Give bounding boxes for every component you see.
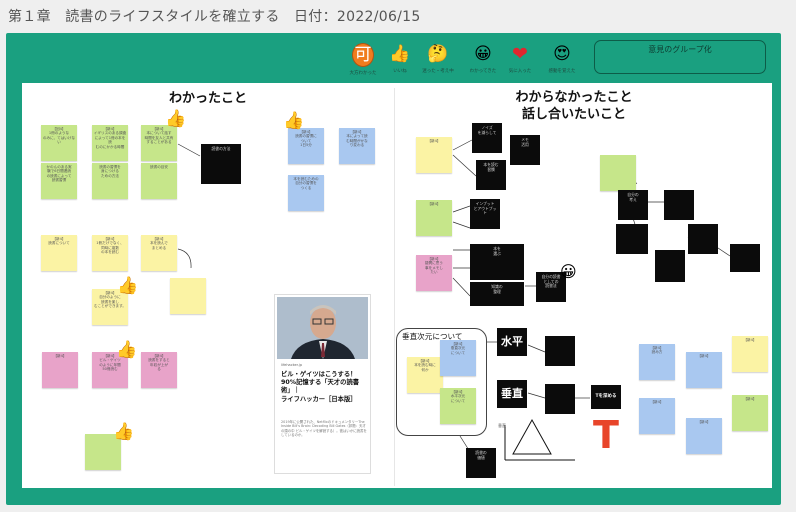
bubble-label: 垂直次元について (402, 332, 463, 341)
dark-note[interactable]: 本を読む 習慣 (476, 160, 506, 190)
sticky-note[interactable]: 【新4】 水平次元 について (440, 388, 476, 424)
news-source: lifehacker.jp (281, 363, 303, 367)
dark-note[interactable]: メモ 活用 (510, 135, 540, 165)
sticky-note[interactable]: 【新4】 (686, 418, 722, 454)
heart-eyes-reaction-button[interactable]: 😍 感動を覚えた (542, 43, 582, 74)
sticky-note[interactable]: 【新4】 読書をすると 年収が上が る (141, 352, 177, 388)
sticky-note[interactable]: 【新4】 (416, 137, 452, 173)
sticky-note[interactable]: 【新4】 (639, 398, 675, 434)
reaction-label: 迷った・考え中 (422, 69, 454, 74)
dark-note[interactable] (664, 190, 694, 220)
sticky-note[interactable]: 【新4】 イギリスのある調査 によって1冊の本を読 むのにかかる時間 (92, 125, 128, 161)
dark-note[interactable]: インプット とアウトプット (470, 199, 500, 229)
deep-t-label[interactable]: Tを深める (591, 385, 621, 409)
sticky-note[interactable]: 読書の目安 (141, 163, 177, 199)
dark-note[interactable]: 自分の 考え (618, 190, 648, 220)
news-body: 2019年に公開された、NetflixのドキュメンタリーThe Inside B… (281, 420, 367, 437)
smile-face-icon: 😀 (560, 262, 577, 281)
thinking-reaction-button[interactable]: 🤔 迷った・考え中 (418, 43, 458, 74)
news-photo (277, 297, 368, 359)
news-link-card[interactable]: lifehacker.jp ビル・ゲイツはこうする！ 90%記憶する「天才の読書… (274, 294, 371, 474)
thumbs-up-icon: 👍 (165, 109, 187, 129)
sticky-note[interactable]: 【新4】 (732, 336, 768, 372)
vertical-dimension-bubble: 垂直次元について (396, 328, 487, 436)
thumbs-up-icon: 👍 (113, 422, 135, 442)
thumbs-up-icon: 👍 (116, 340, 138, 360)
sticky-note[interactable]: 読書の習慣を 身につける ための方法 (92, 163, 128, 199)
sticky-note[interactable] (170, 278, 206, 314)
dark-note[interactable]: 読書の方法 (201, 144, 241, 184)
thumbs-up-reaction-button[interactable]: 👍 いいね (380, 43, 420, 74)
thumbs-up-icon: 👍 (389, 44, 411, 64)
sticky-note[interactable]: 本を読むための 自分の習慣を つくる (288, 175, 324, 211)
reaction-label: いいね (393, 69, 407, 74)
sticky-note[interactable] (600, 155, 636, 191)
kabu-icon: 可 (352, 43, 374, 67)
smile-face-icon: 😀 (474, 44, 492, 64)
sticky-note[interactable]: 【新4】 読み方 (639, 344, 675, 380)
board-divider (394, 88, 395, 486)
not-understood-heading-line2: 話し合いたいこと (521, 107, 626, 122)
dark-note[interactable] (730, 244, 760, 272)
t-shape-mark: T (593, 413, 619, 457)
sticky-note[interactable]: 【新4】 本を読む時に 何か (407, 357, 443, 393)
smile-reaction-button[interactable]: 😀 わかってきた (463, 43, 503, 74)
triangle-caption: 垂直 (498, 422, 506, 428)
page-title: 第１章 読書のライフスタイルを確立する 日付：2022/06/15 (8, 9, 421, 25)
heart-icon: ❤ (512, 43, 528, 65)
kabu-reaction-button[interactable]: 可 大方わかった (343, 43, 383, 76)
thinking-face-icon: 🤔 (427, 44, 449, 64)
sticky-note[interactable]: 【新4】 (686, 352, 722, 388)
sticky-note[interactable]: 【新4】 本によって読 む時間がかな り変わる (339, 128, 375, 164)
sticky-note[interactable]: 【新4】 自分のように 読書を楽し むことができます。 (92, 289, 128, 325)
sticky-note[interactable]: 【新4】 1冊だけでなく、 同時に複数 の本を読む (92, 235, 128, 271)
reaction-label: わかってきた (469, 69, 497, 74)
thumbs-up-icon: 👍 (117, 276, 139, 296)
dark-note[interactable] (545, 336, 575, 366)
sticky-note[interactable]: 【新4】 疑問に思う 事をメモし たい (416, 255, 452, 291)
heart-eyes-face-icon: 😍 (553, 44, 571, 64)
dark-note[interactable]: 本を 選ぶ (470, 244, 524, 266)
sticky-note[interactable]: 【新4】 垂直次元 について (440, 340, 476, 376)
sticky-note[interactable]: 【新4】 読書の習慣に ついて 1日5分 (288, 128, 324, 164)
sticky-note[interactable]: 【新4】 (416, 200, 452, 236)
thumbs-up-icon: 👍 (283, 111, 305, 131)
reaction-label: 感動を覚えた (548, 69, 576, 74)
dark-note[interactable]: 読書の 価値 (466, 448, 496, 478)
sticky-note[interactable]: 【新4】 ビル・ゲイツ のように年間 50冊読む (92, 352, 128, 388)
dark-note[interactable]: ノイズ を減らして (472, 123, 502, 153)
sticky-note[interactable]: 【新4】 (732, 395, 768, 431)
dark-note[interactable] (545, 384, 575, 414)
sticky-note[interactable]: 【新4】 読書について (41, 235, 77, 271)
reaction-label: 気に入った (508, 69, 532, 74)
dark-note[interactable] (688, 224, 718, 254)
dark-note[interactable] (655, 250, 685, 282)
sticky-note[interactable]: 【新4】 本を読んで まとめる (141, 235, 177, 271)
sticky-note[interactable]: 【新4】 本について話す 時間を友人と共有 することがある (141, 125, 177, 161)
sticky-note[interactable] (85, 434, 121, 470)
dark-note[interactable] (616, 224, 648, 254)
sticky-note[interactable]: かのんのある実 験で6日間連続 の読書によって 読書習慣 (41, 163, 77, 199)
group-opinions-button[interactable]: 意見のグループ化 (594, 40, 766, 74)
dark-note[interactable]: 知識の 整理 (470, 282, 524, 306)
horizontal-label[interactable]: 水平 (497, 328, 527, 356)
sticky-note[interactable]: 【回4】 1冊のような のみに、てはいけない (41, 125, 77, 161)
triangle-shape (512, 418, 552, 455)
not-understood-heading-line1: わからなかったこと (515, 90, 633, 105)
dark-note[interactable] (470, 266, 524, 280)
reaction-label: 大方わかった (349, 71, 377, 76)
news-title: ビル・ゲイツはこうする！ 90%記憶する「天才の読書術」｜ ライフハッカー［日本… (281, 371, 360, 403)
dark-note[interactable]: 自分の読書 としての 読書法 (536, 272, 566, 302)
heart-reaction-button[interactable]: ❤ 気に入った (500, 43, 540, 74)
understood-heading: わかったこと (168, 91, 247, 106)
sticky-note[interactable]: 【新4】 (42, 352, 78, 388)
vertical-label[interactable]: 垂直 (497, 380, 527, 408)
